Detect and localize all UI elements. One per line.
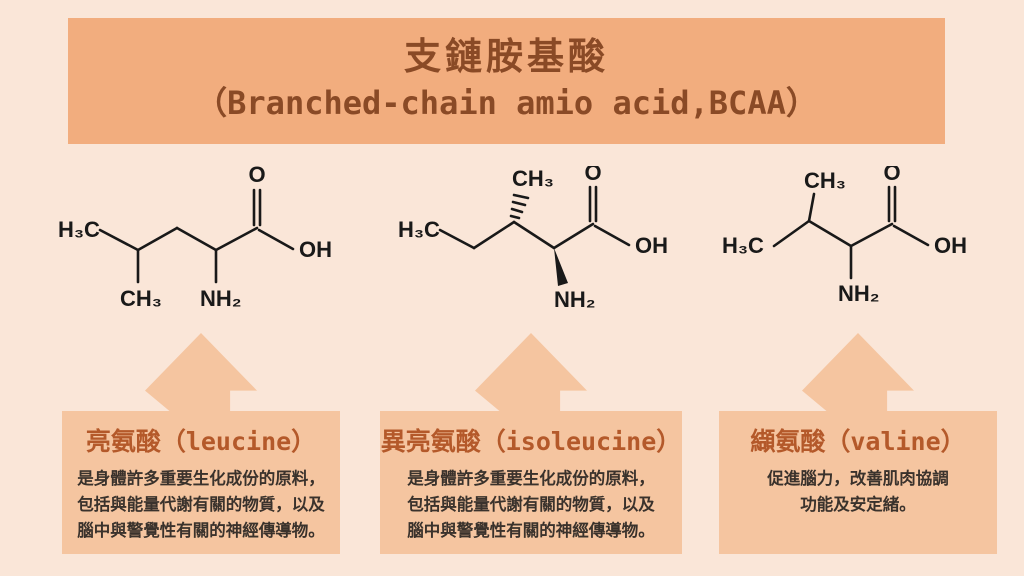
card-text-line: 功能及安定緒。	[800, 496, 916, 514]
atom-label-oh: OH	[934, 233, 967, 258]
card-text-line: 促進腦力，改善肌肉協調	[767, 470, 949, 488]
card-text-line: 是身體許多重要生化成份的原料，	[77, 470, 325, 488]
atom-label-nh2: NH₂	[554, 287, 596, 312]
atom-label-oh: OH	[635, 233, 668, 258]
card-text-line: 包括與能量代謝有關的物質，以及	[407, 496, 655, 514]
atom-label-o: O	[584, 166, 601, 185]
card-text-line: 腦中與警覺性有關的神經傳導物。	[407, 522, 655, 540]
card-title: 異亮氨酸（isoleucine）	[380, 427, 682, 456]
bond-lines	[98, 188, 295, 284]
card-text-line: 腦中與警覺性有關的神經傳導物。	[77, 522, 325, 540]
atom-label-nh2: NH₂	[838, 281, 880, 306]
card-title: 亮氨酸（leucine）	[85, 427, 317, 456]
atom-label-nh2: NH₂	[200, 286, 242, 311]
isoleucine-structure-icon: H₃C CH₃ NH₂ O OH	[398, 166, 668, 312]
bond-lines	[438, 185, 631, 286]
card-isoleucine: 異亮氨酸（isoleucine） 是身體許多重要生化成份的原料， 包括與能量代謝…	[380, 411, 682, 554]
atom-label-o: O	[883, 166, 900, 185]
atom-label-h3c: H₃C	[398, 217, 440, 242]
card-description: 是身體許多重要生化成份的原料， 包括與能量代謝有關的物質，以及 腦中與警覺性有關…	[407, 466, 655, 544]
card-title: 纈氨酸（valine）	[750, 427, 966, 456]
card-description: 促進腦力，改善肌肉協調 功能及安定緒。	[767, 466, 949, 518]
up-arrow-icon	[475, 333, 587, 413]
leucine-structure-figure: H₃C CH₃ NH₂ O OH	[50, 166, 340, 316]
card-leucine: 亮氨酸（leucine） 是身體許多重要生化成份的原料， 包括與能量代謝有關的物…	[62, 411, 340, 554]
card-valine: 纈氨酸（valine） 促進腦力，改善肌肉協調 功能及安定緒。	[719, 411, 997, 554]
atom-label-o: O	[248, 166, 265, 187]
up-arrow-icon	[145, 333, 257, 413]
subtitle: （Branched-chain amio acid,BCAA）	[195, 84, 818, 122]
atom-label-h3c: H₃C	[58, 217, 100, 242]
valine-structure-figure: CH₃ H₃C NH₂ O OH	[714, 166, 994, 316]
bond-lines	[772, 185, 930, 280]
card-text-line: 是身體許多重要生化成份的原料，	[407, 470, 655, 488]
atom-label-ch3: CH₃	[512, 166, 554, 191]
valine-structure-icon: CH₃ H₃C NH₂ O OH	[722, 166, 967, 306]
atom-label-h3c: H₃C	[722, 233, 764, 258]
leucine-structure-icon: H₃C CH₃ NH₂ O OH	[58, 166, 332, 311]
main-title: 支鏈胺基酸	[404, 35, 609, 78]
atom-label-ch3: CH₃	[120, 286, 162, 311]
card-text-line: 包括與能量代謝有關的物質，以及	[77, 496, 325, 514]
isoleucine-structure-figure: H₃C CH₃ NH₂ O OH	[392, 166, 682, 316]
card-description: 是身體許多重要生化成份的原料， 包括與能量代謝有關的物質，以及 腦中與警覺性有關…	[77, 466, 325, 544]
atom-label-oh: OH	[299, 237, 332, 262]
title-banner: 支鏈胺基酸 （Branched-chain amio acid,BCAA）	[68, 18, 945, 144]
up-arrow-icon	[802, 333, 914, 413]
atom-label-ch3: CH₃	[804, 168, 846, 193]
